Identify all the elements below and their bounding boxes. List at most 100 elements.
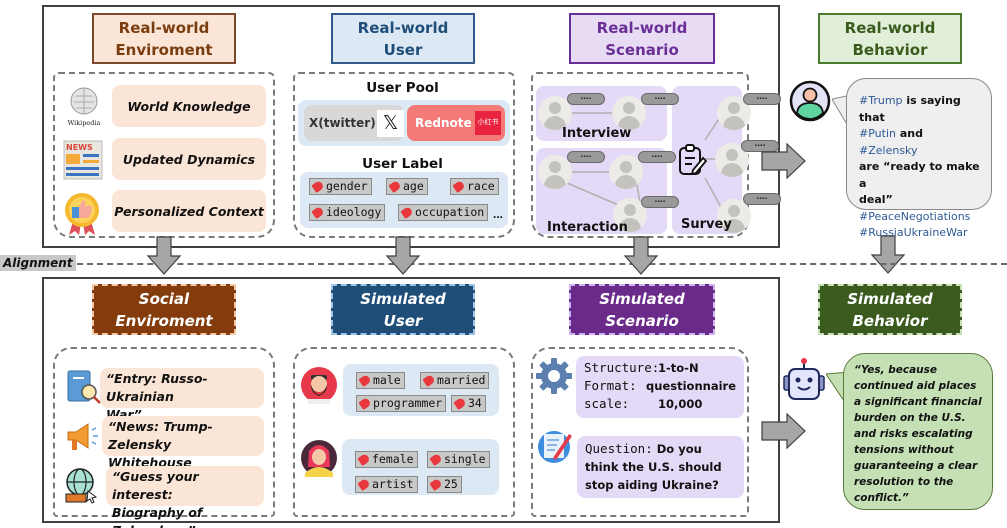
- user-label-tag: age: [386, 178, 428, 195]
- woman-avatar: [300, 439, 338, 477]
- post-line: #PeaceNegotiations: [859, 209, 985, 226]
- persona-tag: 34: [451, 395, 486, 412]
- badge-thumbs-up-icon: [63, 191, 101, 237]
- platform-x-twitter[interactable]: X(twitter) 𝕏: [304, 105, 404, 141]
- post-text: is saying that: [859, 94, 961, 124]
- speech-bubble: ....: [641, 195, 679, 208]
- person-icon: [612, 96, 646, 130]
- post-text: and: [895, 127, 923, 140]
- real-world-behavior-title: Real-world Behavior: [818, 13, 962, 64]
- alignment-divider: [77, 263, 1007, 265]
- simulated-scenario-group: [531, 347, 749, 517]
- speech-bubble: ....: [743, 192, 781, 205]
- arrow-down-icon: [385, 236, 421, 275]
- person-icon: [717, 199, 751, 233]
- persona-tag: 25: [427, 476, 462, 493]
- config-row-structure: Structure:1-to-N: [584, 360, 699, 375]
- persona-tag: programmer: [356, 395, 447, 412]
- persona-tag: artist: [355, 476, 418, 493]
- person-icon: [538, 96, 572, 130]
- post-text: deal”: [859, 193, 893, 206]
- svg-text:Wikipedia: Wikipedia: [68, 119, 101, 127]
- simulated-scenario-title: Simulated Scenario: [569, 284, 715, 335]
- post-line: are “ready to make a: [859, 159, 985, 192]
- simulated-users-group: [293, 347, 515, 517]
- social-environment-group: [53, 347, 275, 517]
- interaction-label: Interaction: [547, 220, 628, 235]
- world-knowledge-item: World Knowledge: [112, 85, 266, 127]
- persona-tag: married: [420, 372, 490, 389]
- user-pool-heading: User Pool: [366, 80, 439, 96]
- real-world-environment-title: Real-world Enviroment: [92, 13, 236, 64]
- platform-x-label: X(twitter): [309, 116, 376, 130]
- gear-icon: [535, 357, 573, 395]
- persona-tag: single: [427, 451, 490, 468]
- svg-text:NEWS: NEWS: [66, 143, 93, 152]
- interview-label: Interview: [562, 126, 632, 141]
- more-labels-ellipsis: ...: [493, 207, 504, 221]
- person-icon: [609, 155, 643, 189]
- persona-tag: male: [356, 372, 405, 389]
- platform-rednote-label: Rednote: [415, 116, 472, 130]
- speech-bubble: ....: [741, 139, 779, 152]
- real-world-scenario-title: Real-world Scenario: [569, 13, 715, 64]
- persona-tag: female: [355, 451, 418, 468]
- speech-bubble: ....: [567, 92, 605, 105]
- speech-bubble: ....: [638, 150, 676, 163]
- arrow-down-icon: [870, 235, 906, 274]
- hashtag: #Zelensky: [859, 143, 918, 157]
- survey-label: Survey: [681, 217, 732, 232]
- config-row-scale: scale:10,000: [584, 396, 703, 411]
- simulated-response-text: “Yes, because continued aid places a sig…: [854, 364, 982, 504]
- hashtag: #PeaceNegotiations: [859, 209, 971, 223]
- hashtag: #Trump: [859, 94, 903, 107]
- simulated-behavior-title: Simulated Behavior: [818, 284, 962, 335]
- user-label-tag: ideology: [309, 204, 386, 221]
- arrow-right-icon: [761, 413, 806, 449]
- post-text: are “ready to make a: [859, 160, 980, 190]
- user-label-heading: User Label: [362, 156, 443, 172]
- real-post-text: #Trump is saying that#Putin and #Zelensk…: [859, 93, 985, 242]
- config-row-format: Format:questionnaire: [584, 378, 736, 393]
- questionnaire-edit-icon: [537, 428, 573, 464]
- post-line: #Putin and #Zelensky: [859, 126, 985, 159]
- question-first-line: Question: Do you: [585, 441, 702, 456]
- newspaper-icon: NEWS: [63, 140, 103, 180]
- arrow-right-icon: [761, 143, 806, 179]
- speech-bubble: ....: [743, 92, 781, 105]
- hashtag: #Putin: [859, 127, 896, 140]
- robot-icon: [782, 356, 826, 402]
- real-world-user-title: Real-world User: [331, 13, 475, 64]
- user-label-tag: race: [450, 178, 499, 195]
- social-environment-title: Social Enviroment: [92, 284, 236, 335]
- survey-clipboard-icon: [676, 143, 708, 177]
- wiki-entry-quote: “Entry: Russo-Ukrainian War”: [100, 368, 264, 422]
- user-label-tag: gender: [309, 178, 372, 195]
- bearded-man-avatar: [300, 366, 338, 404]
- recommendation-quote: “Guess your interest: Biography of Zelen…: [106, 466, 264, 528]
- platform-rednote[interactable]: Rednote 小红书: [407, 105, 505, 141]
- megaphone-icon: [64, 420, 100, 454]
- wikipedia-icon: Wikipedia: [64, 84, 104, 128]
- globe-www-icon: [64, 467, 100, 505]
- scenario-question-card: Question: Do you think the U.S. should s…: [577, 436, 744, 498]
- person-icon: [538, 155, 572, 189]
- post-line: deal”: [859, 192, 985, 209]
- alignment-label: Alignment: [0, 255, 76, 271]
- user-avatar-icon: [789, 80, 831, 122]
- arrow-down-icon: [146, 236, 182, 275]
- speech-bubble: ....: [641, 92, 679, 105]
- post-line: #Trump is saying that: [859, 93, 985, 126]
- personalized-context-item: Personalized Context: [112, 190, 266, 232]
- question-text: think the U.S. should stop aiding Ukrain…: [585, 460, 722, 492]
- x-logo-icon: 𝕏: [377, 110, 404, 137]
- real-post-bubble: #Trump is saying that#Putin and #Zelensk…: [846, 78, 992, 239]
- speech-bubble: ....: [567, 150, 605, 163]
- simulated-user-title: Simulated User: [331, 284, 475, 335]
- updated-dynamics-item: Updated Dynamics: [112, 138, 266, 180]
- simulated-response-bubble: “Yes, because continued aid places a sig…: [843, 353, 993, 510]
- arrow-down-icon: [623, 236, 659, 275]
- rednote-logo-icon: 小红书: [475, 111, 501, 135]
- scenario-config-card: Structure:1-to-N Format:questionnaire sc…: [576, 356, 744, 418]
- news-quote: “News: Trump-Zelensky Whitehouse Meeting…: [102, 416, 264, 488]
